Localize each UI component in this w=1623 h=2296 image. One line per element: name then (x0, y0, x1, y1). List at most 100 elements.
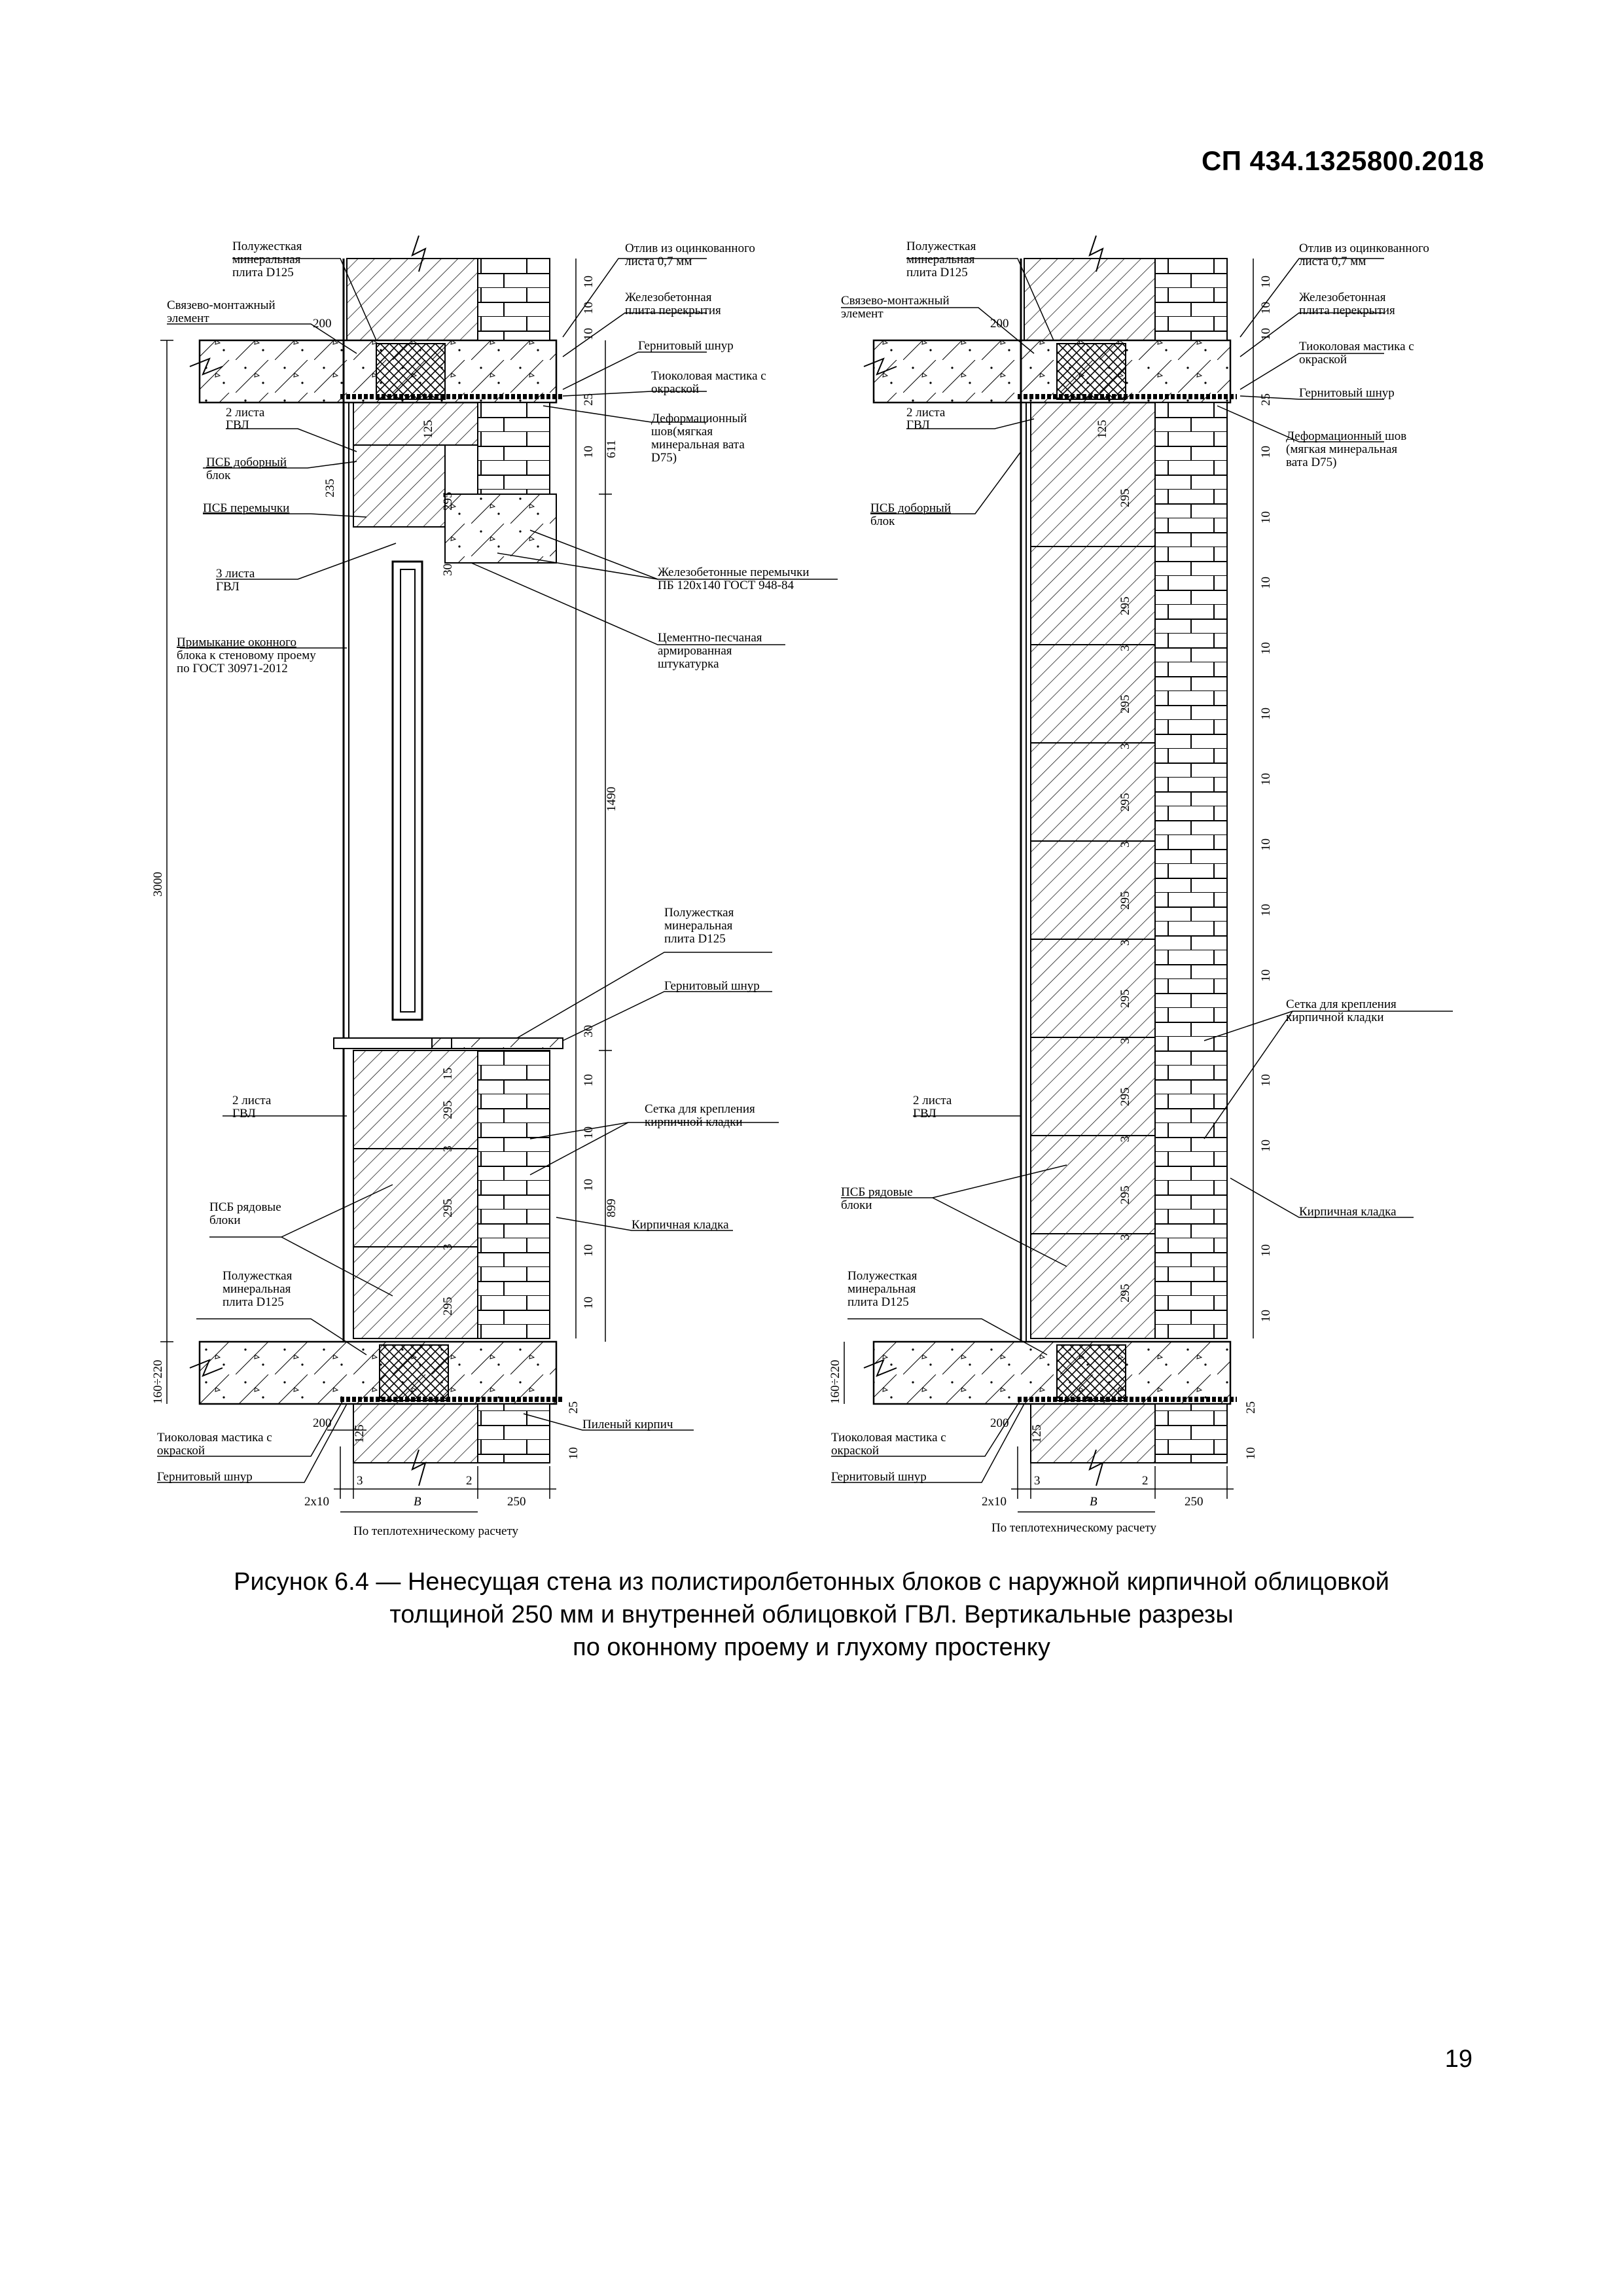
r-label-thiokol-top-2: окраской (1299, 353, 1347, 367)
dim-2-left: 2 (466, 1474, 473, 1488)
label-psb-row-1: ПСБ рядовые (209, 1200, 281, 1214)
r-dim-10-h: 10 (1259, 708, 1273, 720)
document-code: СП 434.1325800.2018 (1201, 145, 1484, 176)
dim-125-left: 125 (421, 420, 435, 439)
r-label-gvl2-bottom-1: 2 листа (913, 1094, 952, 1107)
dim-295-lintel: 295 (441, 492, 455, 511)
label-mineral-plate-bottom-1: Полужесткая (223, 1269, 293, 1283)
label-thiokol-top-1: Тиоколовая мастика с (651, 369, 766, 383)
label-sawn-brick: Пиленый кирпич (582, 1418, 673, 1431)
label-brickwork: Кирпичная кладка (632, 1218, 729, 1232)
r-dim-25-bottom: 25 (1244, 1401, 1258, 1414)
left-bottom-slab (198, 1340, 558, 1405)
r-label-mineral-plate-bottom-2: минеральная (847, 1282, 916, 1296)
dim-10-l8: 10 (582, 1244, 596, 1257)
label-gvl2-top-1: 2 листа (226, 406, 265, 420)
dim-160-220-left: 160÷220 (151, 1360, 165, 1404)
r-dim-10-d: 10 (1259, 446, 1273, 458)
dim-10-l3: 10 (582, 328, 596, 340)
label-thiokol-bottom-2: окраской (157, 1444, 205, 1458)
r-dim-3-b: 3 (1118, 744, 1132, 750)
r-dim-10-p: 10 (1259, 1310, 1273, 1322)
label-mineral-plate-sill-1: Полужесткая (664, 906, 734, 920)
r-dim-10-i: 10 (1259, 773, 1273, 785)
r-dim-10-l: 10 (1259, 969, 1273, 982)
r-label-mineral-plate-top-3: плита D125 (906, 266, 968, 279)
label-gvl3-2: ГВЛ (216, 580, 240, 594)
label-hernit-cord-bottom: Гернитовый шнур (157, 1470, 253, 1484)
dim-30-top: 30 (441, 564, 455, 576)
dim-15: 15 (441, 1067, 455, 1080)
r-label-gvl2-bottom-2: ГВЛ (913, 1107, 936, 1121)
r-dim-3-g: 3 (1118, 1234, 1132, 1241)
r-dim-10-a: 10 (1259, 276, 1273, 288)
r-label-thermal-calc: По теплотехническому расчету (991, 1521, 1157, 1535)
dim-3-bottom-left: 3 (357, 1474, 363, 1488)
figure-caption: Рисунок 6.4 — Ненесущая стена из полисти… (131, 1566, 1492, 1664)
dim-250-left: 250 (507, 1495, 526, 1509)
label-rc-lintels-2: ПБ 120x140 ГОСТ 948-84 (658, 579, 794, 592)
caption-line-1: Рисунок 6.4 — Ненесущая стена из полисти… (234, 1568, 1389, 1596)
label-mineral-plate-top-1: Полужесткая (232, 240, 302, 253)
r-dim-2x10: 2x10 (982, 1495, 1007, 1509)
label-mineral-plate-bottom-2: минеральная (223, 1282, 291, 1296)
r-dim-200-bottom: 200 (990, 1416, 1009, 1430)
r-dim-10-q: 10 (1244, 1447, 1258, 1460)
dim-1490: 1490 (605, 787, 618, 812)
dim-899: 899 (605, 1199, 618, 1218)
label-gvl2-bottom-1: 2 листа (232, 1094, 272, 1107)
r-dim-10-m: 10 (1259, 1074, 1273, 1086)
label-deformation-joint-4: D75) (651, 451, 677, 465)
dim-10-l1: 10 (582, 276, 596, 288)
r-label-mineral-plate-bottom-3: плита D125 (847, 1295, 909, 1309)
r-dim-10-o: 10 (1259, 1244, 1273, 1257)
r-dim-10-c: 10 (1259, 328, 1273, 340)
r-label-psb-row-2: блоки (841, 1198, 872, 1212)
label-mineral-plate-bottom-3: плита D125 (223, 1295, 284, 1309)
r-label-brickwork: Кирпичная кладка (1299, 1205, 1397, 1219)
dim-b-left: B (414, 1495, 421, 1509)
r-dim-3-d: 3 (1118, 940, 1132, 946)
label-mesh-1: Сетка для крепления (645, 1102, 755, 1116)
label-mineral-plate-top-2: минеральная (232, 253, 301, 266)
label-plaster-2: армированная (658, 644, 732, 658)
r-dim-10-e: 10 (1259, 511, 1273, 524)
label-thiokol-top-2: окраской (651, 382, 699, 396)
right-bottom-slab (872, 1340, 1232, 1405)
r-dim-10-k: 10 (1259, 904, 1273, 916)
r-label-mineral-plate-bottom-1: Полужесткая (847, 1269, 918, 1283)
r-label-mesh-2: кирпичной кладки (1286, 1011, 1384, 1024)
r-label-thiokol-bottom-1: Тиоколовая мастика с (831, 1431, 946, 1444)
r-dim-250: 250 (1185, 1495, 1204, 1509)
label-rc-slab-2: плита перекрытия (625, 304, 721, 317)
r-label-rc-slab-1: Железобетонная (1299, 291, 1386, 304)
label-bond-element-2: элемент (167, 312, 209, 325)
right-top-slab (872, 339, 1232, 404)
label-psb-lintel: ПСБ перемычки (203, 501, 289, 515)
dim-10-l5: 10 (582, 1074, 596, 1086)
label-plaster-3: штукатурка (658, 657, 719, 671)
dim-125-left-bottom: 125 (353, 1425, 366, 1444)
label-flashing-1: Отлив из оцинкованного (625, 242, 755, 255)
page-number: 19 (1444, 2045, 1472, 2073)
label-deformation-joint-3: минеральная вата (651, 438, 745, 452)
r-dim-3-a: 3 (1118, 645, 1132, 652)
dim-30-sill: 30 (582, 1025, 596, 1037)
dim-235: 235 (323, 479, 337, 498)
r-label-gvl2-top-2: ГВЛ (906, 418, 930, 432)
r-dim-295-g: 295 (1118, 1088, 1132, 1107)
r-label-psb-row-1: ПСБ рядовые (841, 1185, 913, 1199)
r-dim-2: 2 (1142, 1474, 1149, 1488)
r-dim-295-f: 295 (1118, 990, 1132, 1009)
label-window-joint-2: блока к стеновому проему (177, 649, 316, 662)
right-section: Полужесткая минеральная плита D125 Связе… (829, 235, 1453, 1535)
r-dim-3: 3 (1034, 1474, 1041, 1488)
r-dim-10-b: 10 (1259, 302, 1273, 314)
label-gvl3-1: 3 листа (216, 567, 255, 581)
dim-3000: 3000 (151, 872, 165, 897)
r-label-psb-extra-1: ПСБ доборный (870, 501, 951, 515)
dim-25-left-top: 25 (582, 393, 596, 406)
dim-10-l9: 10 (582, 1297, 596, 1309)
r-dim-10-f: 10 (1259, 577, 1273, 589)
